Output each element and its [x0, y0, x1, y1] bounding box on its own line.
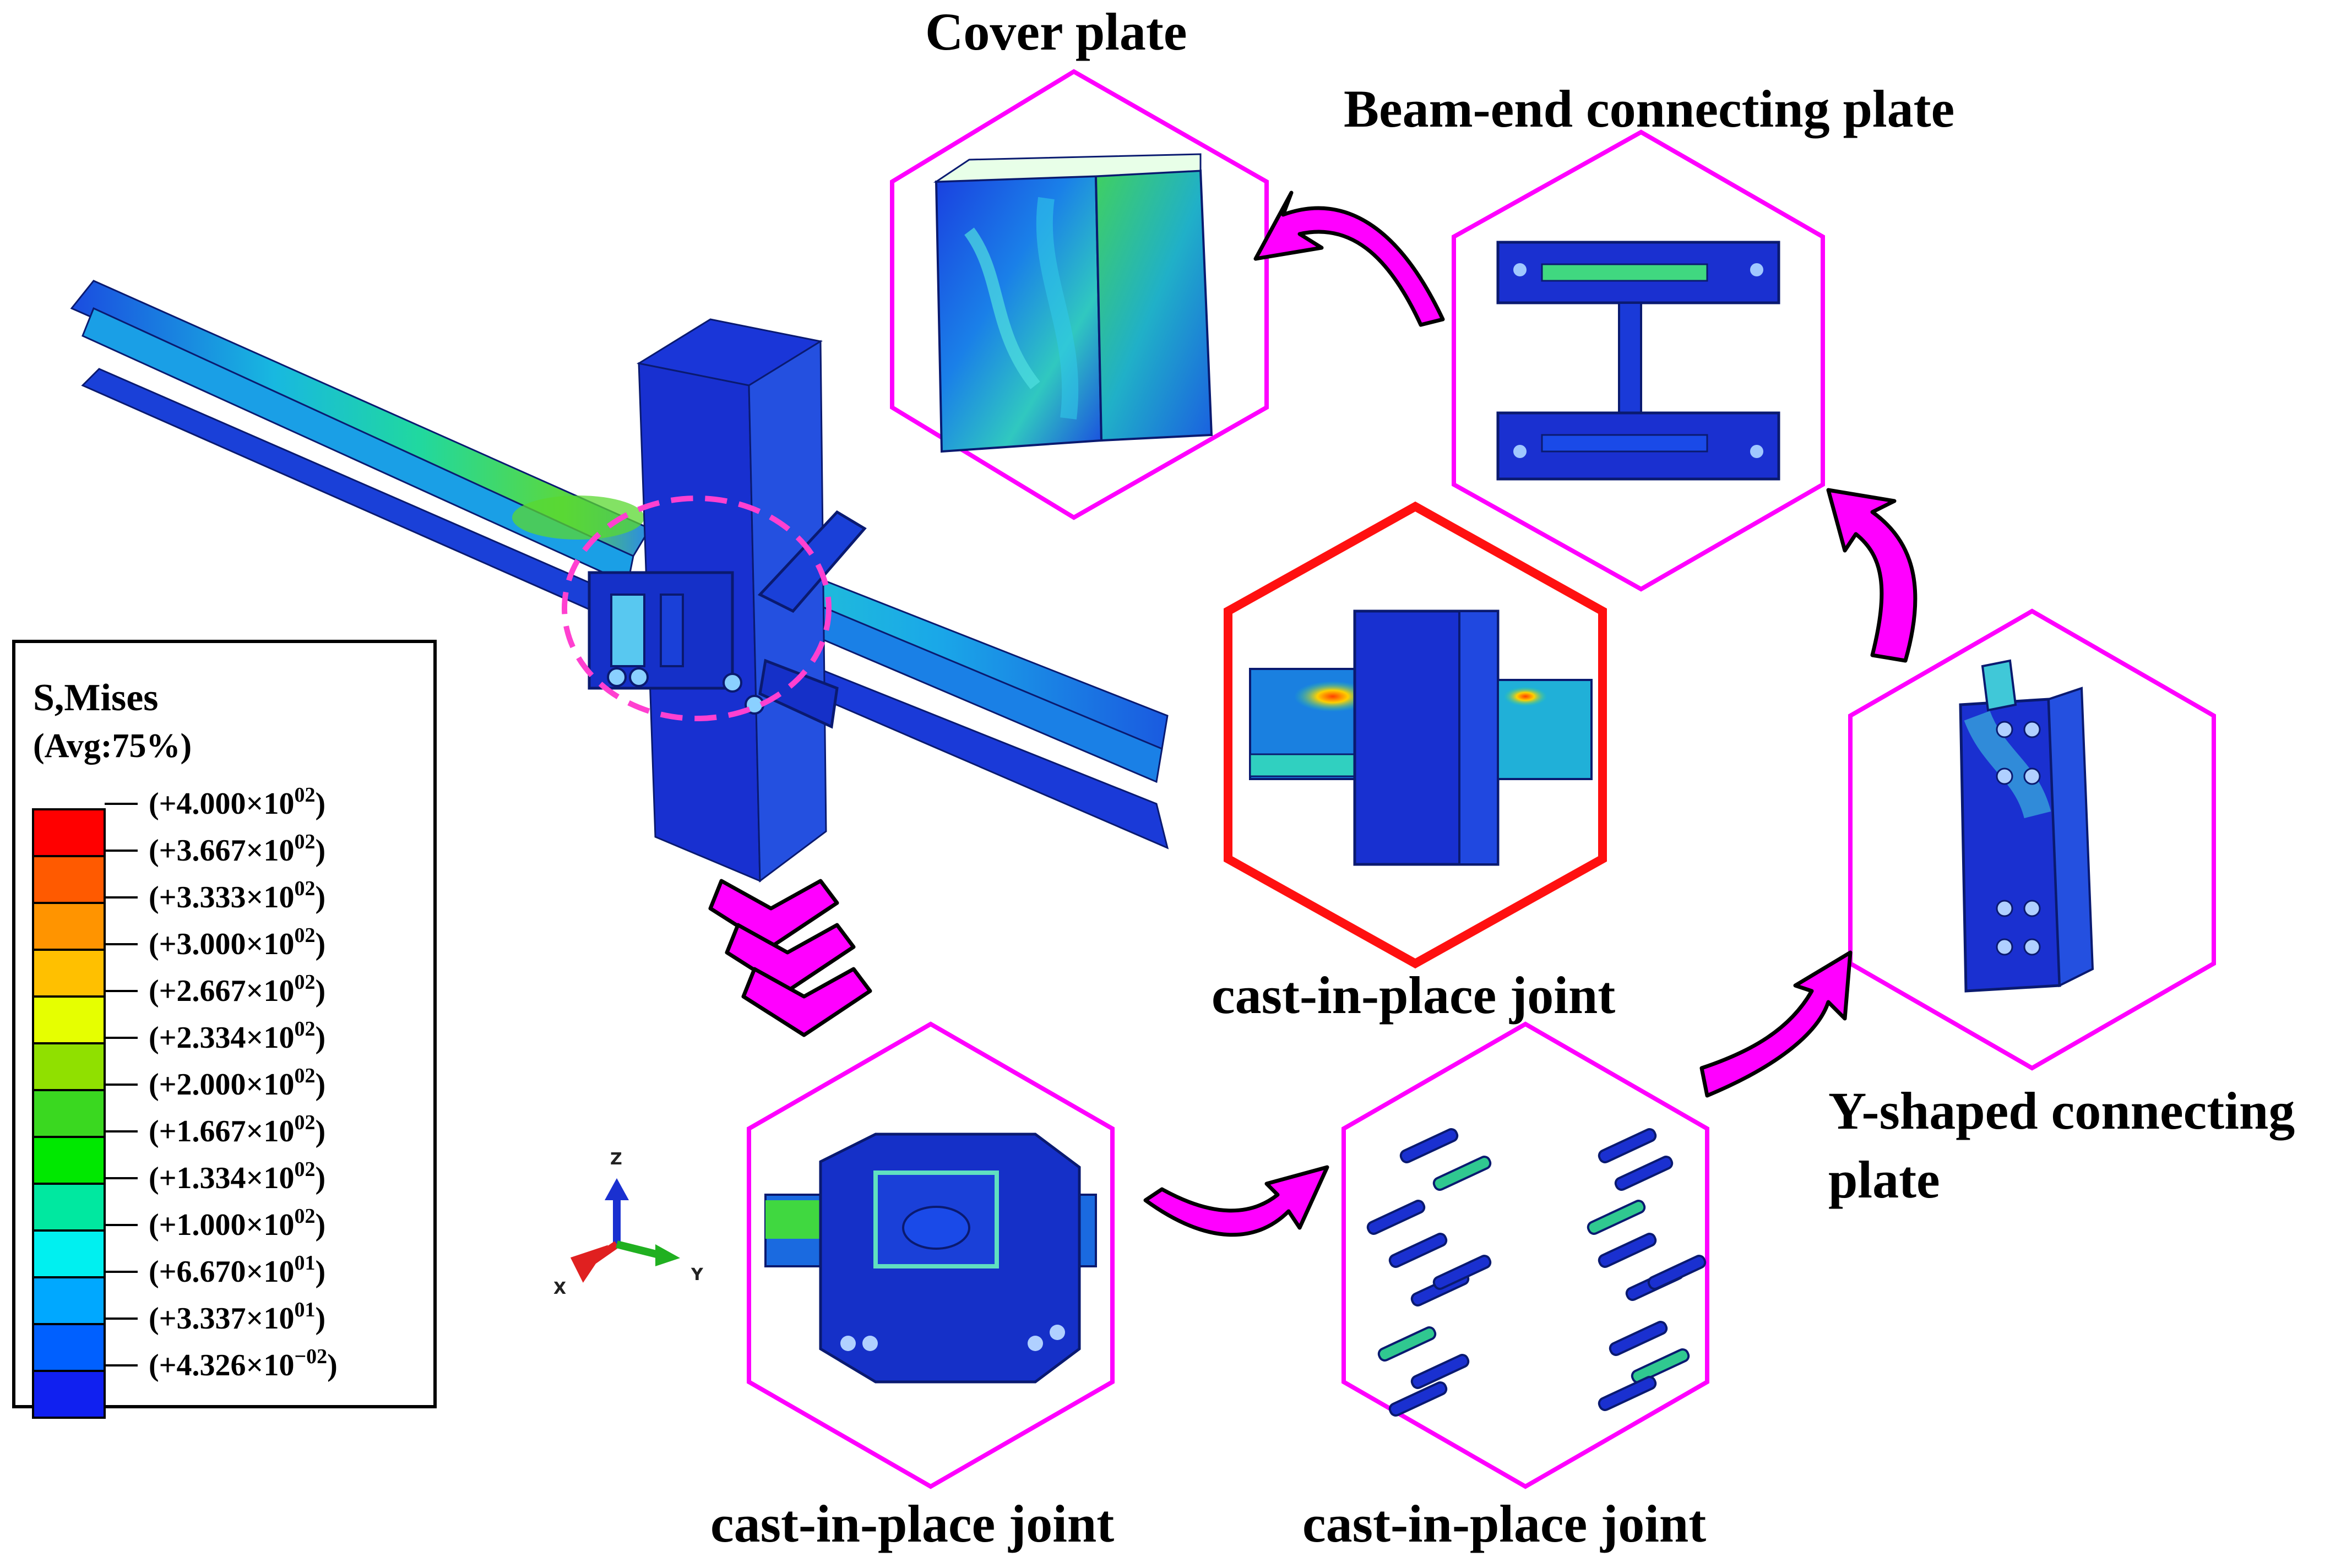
- legend-value: (+3.000×1002): [149, 924, 325, 961]
- label-y-shaped-line2: plate: [1828, 1150, 1940, 1209]
- label-cast-in-place-center: cast-in-place joint: [1212, 966, 1615, 1025]
- legend-value: (+3.667×1002): [149, 830, 325, 868]
- legend-value: (+3.333×1002): [149, 877, 325, 914]
- legend-subtitle: (Avg:75%): [33, 727, 192, 765]
- bolt-icon: [1410, 1354, 1470, 1389]
- center-joint-panel: [1224, 501, 1607, 969]
- legend-value: (+1.667×1002): [149, 1111, 325, 1148]
- bolt-icon: [1432, 1156, 1492, 1191]
- legend-swatch: [32, 1276, 106, 1325]
- legend-title: S,Mises: [33, 677, 159, 719]
- z-axis-arrow-icon: [605, 1178, 629, 1200]
- legend-value: (+1.000×1002): [149, 1205, 325, 1242]
- bolt-icon: [1598, 1128, 1657, 1163]
- beam-end-plate-panel: [1452, 129, 1825, 592]
- legend-swatch: [32, 1323, 106, 1372]
- legend-value: (+1.334×1002): [149, 1158, 325, 1195]
- bolt-icon: [1377, 1326, 1437, 1362]
- legend-swatch: [32, 902, 106, 951]
- legend-swatch: [32, 1229, 106, 1278]
- bolt-icon: [1587, 1200, 1646, 1235]
- coordinate-triad: Z X Y: [553, 1150, 704, 1298]
- label-cast-in-place-bottom-left: cast-in-place joint: [710, 1494, 1114, 1553]
- cover-plate-panel: [890, 69, 1269, 520]
- axis-label-z: Z: [610, 1150, 622, 1169]
- curved-arrow-icon: [1699, 950, 1853, 1098]
- joint-detail-panel: [747, 1021, 1115, 1489]
- legend-value: (+4.000×1002): [149, 783, 325, 821]
- legend-color-scale: (+4.000×1002) (+3.667×1002) (+3.333×1002) (…: [32, 783, 338, 1419]
- curved-arrow-icon: [1253, 190, 1445, 327]
- legend-swatch: [32, 808, 106, 857]
- legend-swatch: [32, 949, 106, 998]
- label-cast-in-place-bottom-right: cast-in-place joint: [1302, 1494, 1706, 1553]
- bolt-icon: [1614, 1156, 1674, 1191]
- legend-value: (+3.337×1001): [149, 1298, 325, 1336]
- bolt-group: [1366, 1128, 1707, 1417]
- legend-value: (+6.670×1001): [149, 1251, 325, 1289]
- bolt-icon: [1388, 1233, 1448, 1268]
- bolt-icon: [1609, 1321, 1668, 1356]
- curved-arrow-icon: [1143, 1165, 1329, 1237]
- legend-value: (+2.334×1002): [149, 1017, 325, 1055]
- legend-swatch: [32, 1042, 106, 1091]
- legend-value: (+2.000×1002): [149, 1064, 325, 1102]
- bolt-icon: [1388, 1381, 1448, 1417]
- bolt-icon: [1366, 1200, 1426, 1235]
- main-model: [70, 280, 1169, 883]
- bolt-icon: [1647, 1255, 1707, 1290]
- bolt-icon: [1432, 1255, 1492, 1290]
- stress-legend: S,Mises (Avg:75%) (+4.000×1002) (+3.667×1…: [12, 640, 437, 1419]
- bolt-icon: [1399, 1128, 1459, 1163]
- left-beam-hotspot: [512, 496, 644, 540]
- axis-label-y: Y: [691, 1265, 704, 1284]
- legend-value: (+2.667×1002): [149, 971, 325, 1008]
- curved-arrow-icon: [1826, 488, 1918, 663]
- left-beam-web: [82, 307, 634, 585]
- y-shaped-plate-panel: [1848, 608, 2216, 1071]
- joint-highlight-circle: [562, 496, 832, 721]
- joint-assembly: [588, 510, 867, 729]
- column-side-face: [748, 340, 827, 883]
- axis-label-x: X: [553, 1279, 566, 1298]
- legend-swatch: [32, 855, 106, 904]
- label-cover-plate: Cover plate: [925, 2, 1187, 61]
- flow-arrows: [1143, 190, 1918, 1237]
- bolt-icon: [1598, 1233, 1657, 1268]
- bolts-panel: [1341, 1021, 1709, 1489]
- legend-swatch: [32, 995, 106, 1044]
- chevron-arrows-icon: [708, 879, 872, 1037]
- right-beam-top-flange: [780, 571, 1169, 750]
- x-axis-arrow-icon: [570, 1245, 609, 1283]
- label-y-shaped-line1: Y-shaped connecting: [1828, 1081, 2295, 1140]
- legend-swatch: [32, 1089, 106, 1138]
- legend-value: (+4.326×10−02): [149, 1345, 338, 1382]
- bolt-icon: [1631, 1348, 1690, 1384]
- label-beam-end-plate: Beam-end connecting plate: [1344, 79, 1954, 138]
- bolt-icon: [1598, 1376, 1657, 1411]
- legend-swatch: [32, 1136, 106, 1185]
- y-axis-arrow-icon: [655, 1244, 680, 1266]
- legend-swatch: [32, 1183, 106, 1232]
- legend-swatch: [32, 1370, 106, 1419]
